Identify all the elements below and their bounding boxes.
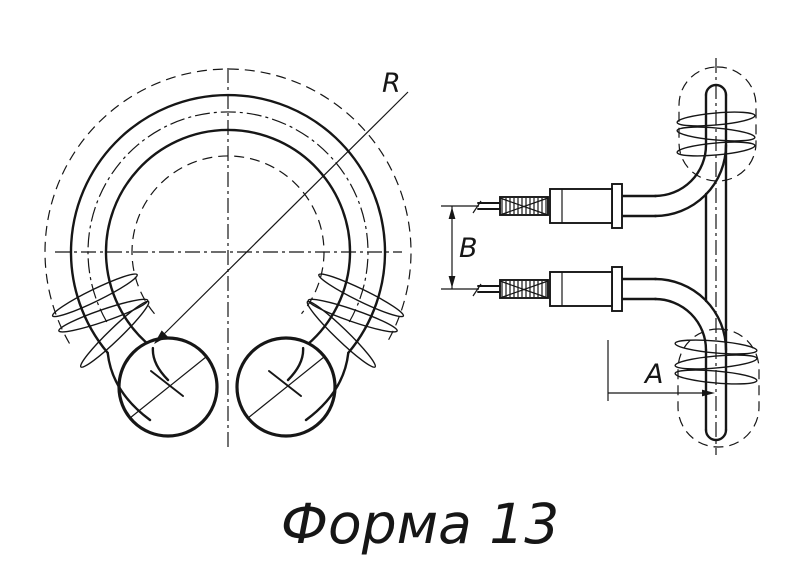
- right-end-tube: [286, 346, 350, 422]
- top-bend-outer: [653, 143, 728, 218]
- front-fin-right-1: [306, 300, 377, 368]
- radius-label: R: [382, 68, 401, 99]
- top-pin-flange: [611, 183, 623, 229]
- figure-title: Форма 13: [281, 492, 560, 556]
- front-fin-left-1: [79, 300, 150, 368]
- top-pin-thread-cross: [499, 197, 549, 216]
- side-fin-top-2: [676, 126, 756, 142]
- side-fin-bottom-2: [674, 354, 758, 370]
- left-disc-pin: [150, 370, 184, 397]
- tube-outer-arc: [69, 93, 387, 355]
- bottom-bend-outer: [653, 277, 728, 352]
- top-bend-inner: [653, 143, 708, 198]
- side-tube-bottom-cap: [704, 428, 728, 442]
- bottom-pin-wire: [477, 285, 501, 293]
- front-view: R: [44, 68, 412, 450]
- top-pin-tube: [620, 194, 658, 218]
- bottom-pin-tube: [620, 277, 658, 301]
- dim-a-label: A: [643, 359, 663, 390]
- top-pin-bushing: [549, 188, 613, 224]
- top-pin-wire-break: [472, 200, 482, 214]
- dim-b-label: B: [459, 233, 478, 264]
- front-fin-right-3: [318, 273, 405, 318]
- right-disc-axis: [247, 356, 325, 419]
- bottom-pin-flange: [611, 266, 623, 312]
- dim-b-arrow-bottom: [448, 276, 456, 288]
- side-tube-top-cap: [704, 83, 728, 97]
- side-phantom-top: [678, 66, 757, 182]
- dim-a-arrow: [702, 389, 715, 397]
- side-phantom-bottom: [677, 328, 760, 448]
- tube-centerline-circle: [87, 111, 369, 323]
- bottom-pin-bushing: [549, 271, 613, 307]
- side-view: B A: [441, 58, 760, 455]
- side-fin-bottom-1: [674, 339, 758, 355]
- bottom-pin-thread-cross: [499, 280, 549, 299]
- dim-b-arrow-top: [448, 207, 456, 219]
- tube-inner-arc: [104, 128, 352, 350]
- radius-dimension-line: [154, 91, 409, 344]
- front-fin-right-2: [307, 298, 398, 333]
- front-fin-left-2: [58, 298, 149, 333]
- bottom-pin-wire-break: [472, 283, 482, 297]
- radius-arrowhead: [154, 330, 168, 344]
- top-pin-wire: [477, 202, 501, 210]
- side-fin-top-3: [676, 141, 756, 157]
- side-fin-bottom-3: [674, 369, 758, 385]
- left-disc-axis: [129, 356, 207, 419]
- front-fin-left-3: [51, 273, 138, 318]
- side-fin-top-1: [676, 111, 756, 127]
- right-disc-pin: [268, 370, 302, 397]
- bottom-bend-inner: [653, 297, 708, 352]
- outer-phantom-circle: [44, 68, 412, 344]
- left-end-tube: [106, 346, 170, 422]
